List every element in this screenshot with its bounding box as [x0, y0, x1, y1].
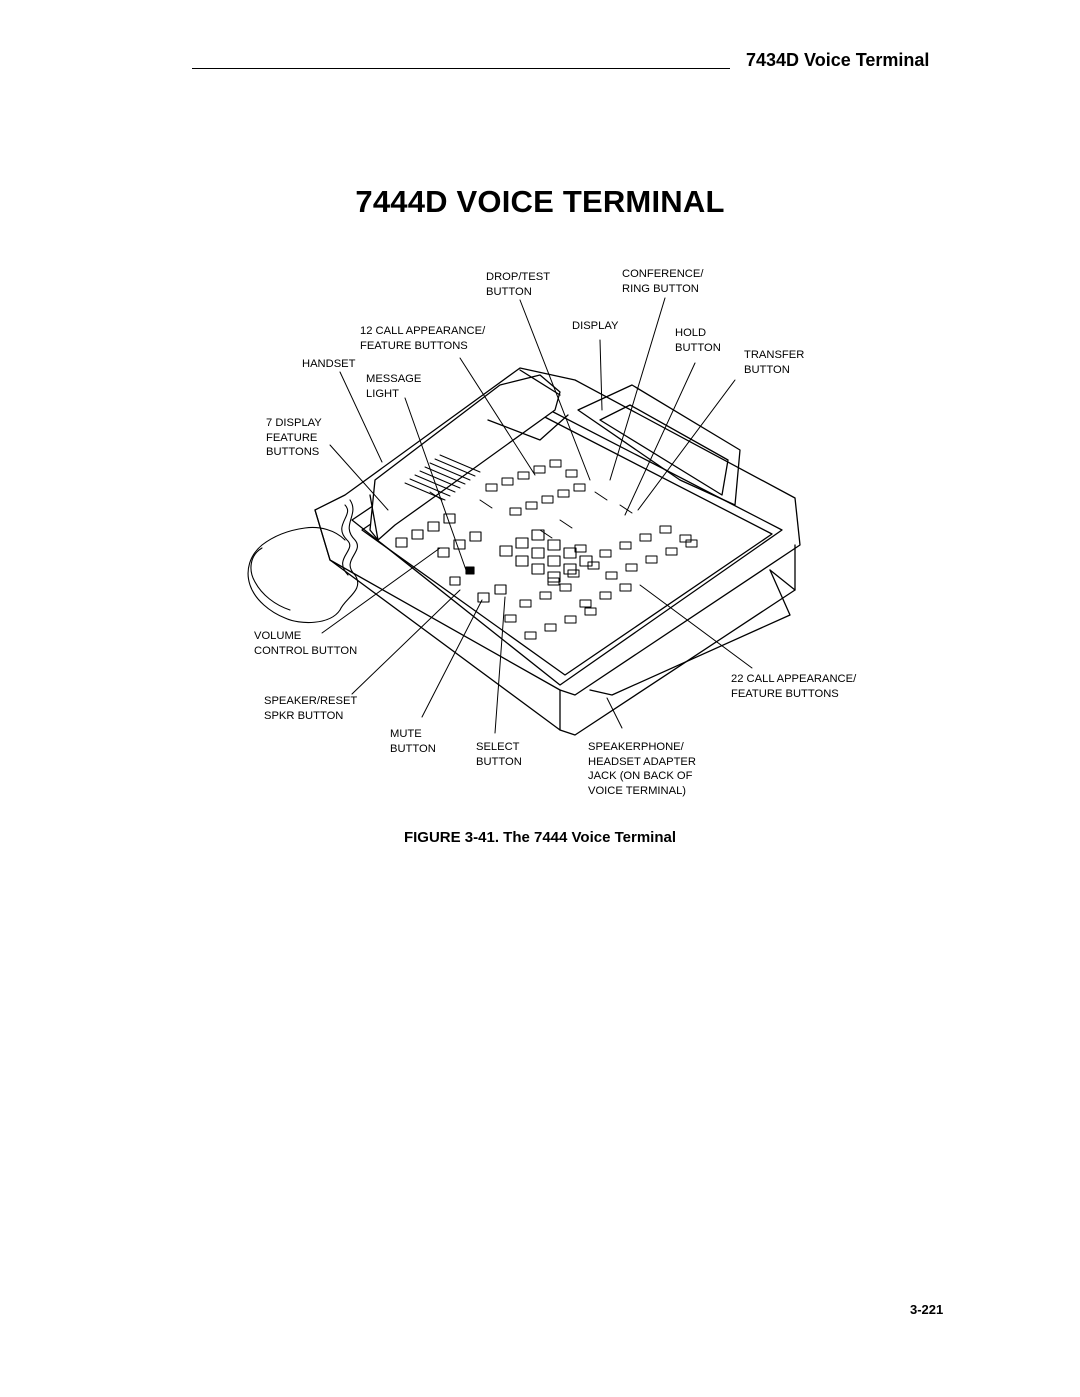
label-display: DISPLAY: [572, 320, 619, 332]
display-panel: [577, 384, 741, 506]
label-22-call-appearance: 22 CALL APPEARANCE/ FEATURE BUTTONS: [731, 673, 857, 700]
label-speaker-reset: SPEAKER/RESET SPKR BUTTON: [264, 695, 358, 722]
label-speakerphone-jack: SPEAKERPHONE/ HEADSET ADAPTER JACK (ON B…: [588, 741, 696, 797]
page-number: 3-221: [910, 1302, 944, 1317]
section-title: 7434D Voice Terminal: [746, 50, 930, 70]
terminal-body: [314, 367, 801, 736]
label-transfer-button: TRANSFER BUTTON: [744, 349, 805, 376]
label-drop-test-button: DROP/TEST BUTTON: [486, 271, 551, 298]
call-appearance-rows: [429, 459, 698, 640]
page-title: 7444D VOICE TERMINAL: [355, 184, 725, 219]
coiled-cord: [247, 499, 359, 624]
label-handset: HANDSET: [302, 358, 356, 370]
feature-buttons: [395, 513, 507, 603]
handset: [369, 369, 569, 541]
dial-pad: [499, 529, 593, 583]
label-7-display-feature-buttons: 7 DISPLAY FEATURE BUTTONS: [266, 417, 322, 458]
label-conference-ring-button: CONFERENCE/ RING BUTTON: [622, 268, 704, 295]
label-hold-button: HOLD BUTTON: [675, 327, 721, 354]
header-rule: [192, 68, 730, 69]
label-mute-button: MUTE BUTTON: [390, 728, 436, 755]
leader-lines: [321, 297, 753, 734]
label-12-call-appearance: 12 CALL APPEARANCE/ FEATURE BUTTONS: [360, 325, 486, 352]
label-message-light: MESSAGE LIGHT: [366, 373, 422, 400]
figure-caption: FIGURE 3-41. The 7444 Voice Terminal: [403, 829, 677, 846]
label-volume-control-button: VOLUME CONTROL BUTTON: [254, 630, 358, 657]
label-select-button: SELECT BUTTON: [476, 741, 522, 768]
